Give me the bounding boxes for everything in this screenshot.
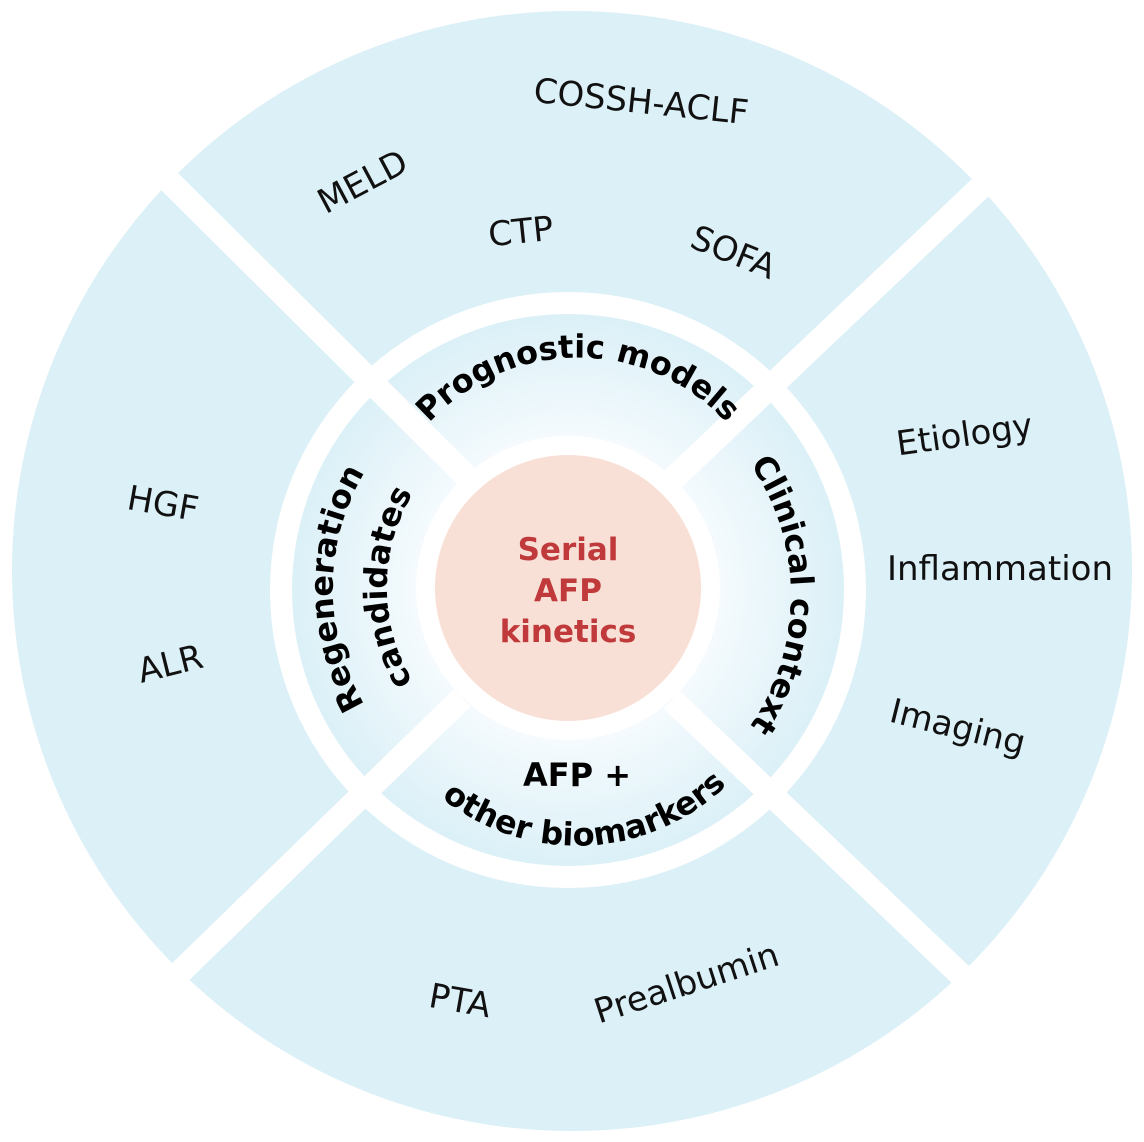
- center-circle: [435, 455, 701, 721]
- divider-bottom-right: [663, 691, 971, 985]
- divider-bottom-left: [161, 689, 471, 991]
- sector-dividers: [151, 163, 991, 991]
- outer-label-inflammation: Inflammation: [887, 549, 1113, 589]
- center-label-line1: Serial: [518, 532, 619, 568]
- outer-label-ctp: CTP: [486, 209, 555, 256]
- inner-label-bottom-line1: AFP +: [523, 756, 631, 794]
- center-label-line3: kinetics: [500, 614, 637, 650]
- divider-top-right: [663, 177, 991, 489]
- divider-top-left: [151, 163, 477, 487]
- center-label-line2: AFP: [534, 573, 602, 609]
